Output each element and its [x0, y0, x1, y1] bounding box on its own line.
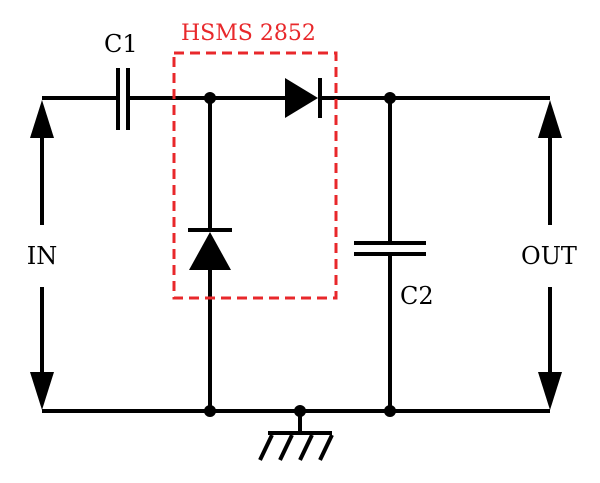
junction-top-right — [384, 92, 396, 104]
package-outline — [172, 51, 338, 300]
c1-label: C1 — [104, 30, 138, 58]
package-label: HSMS 2852 — [181, 21, 316, 46]
out-arrow-icon — [538, 100, 562, 410]
c2-capacitor — [354, 241, 426, 256]
in-label: IN — [27, 242, 57, 270]
c1-capacitor — [116, 68, 130, 130]
in-arrow-icon — [30, 100, 54, 410]
shunt-diode — [188, 228, 232, 270]
c2-label: C2 — [400, 282, 434, 310]
ground-icon — [258, 411, 334, 461]
out-label: OUT — [521, 242, 577, 270]
junction-top-left — [204, 92, 216, 104]
junction-bottom-left — [204, 405, 216, 417]
series-diode — [285, 78, 322, 118]
junction-bottom-right — [384, 405, 396, 417]
